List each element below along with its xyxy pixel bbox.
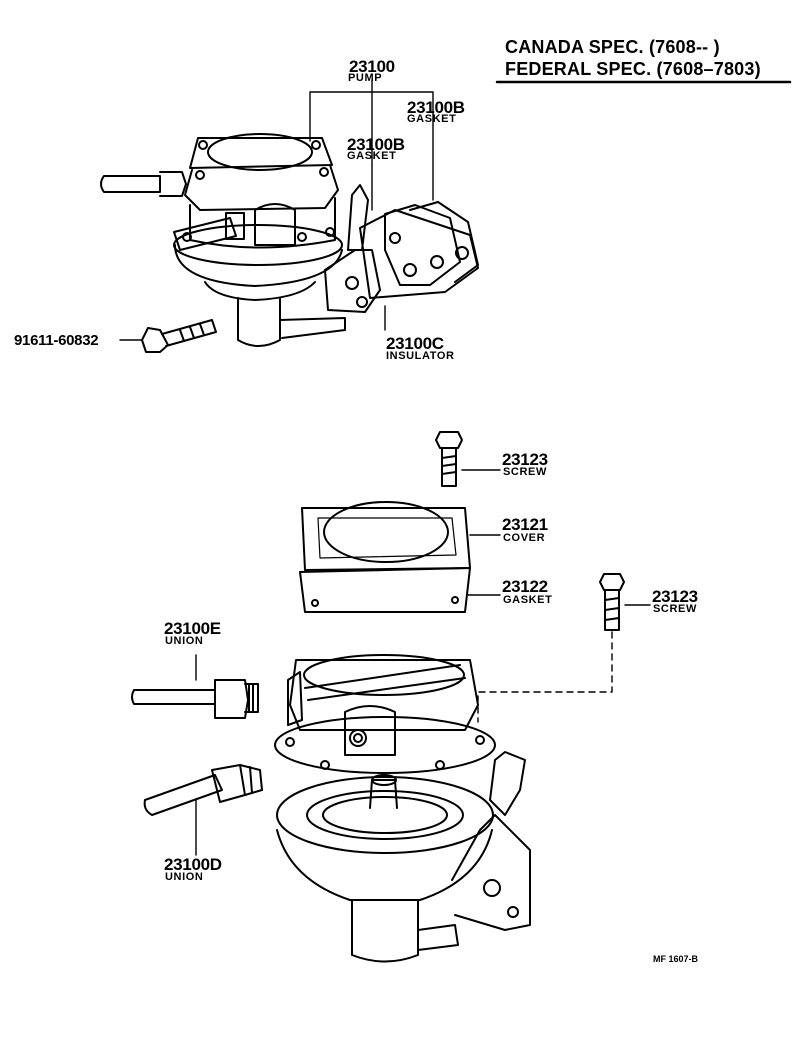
- cover-description: COVER: [503, 532, 546, 544]
- screw-top-part-number: 23123: [502, 450, 548, 469]
- union-d-part-number: 23100D: [164, 855, 222, 874]
- union-e-description: UNION: [165, 635, 204, 647]
- pump-assembly-illustration: [100, 133, 479, 353]
- union-d-description: UNION: [165, 871, 204, 883]
- federal-spec-header: FEDERAL SPEC. (7608–7803): [505, 59, 761, 79]
- insulator-part-number: 23100C: [386, 334, 444, 353]
- gasket-cover-part-number: 23122: [502, 577, 548, 596]
- screw-side-part-number: 23123: [652, 587, 698, 606]
- pump-part-number: 23100: [349, 57, 395, 76]
- bolt-part-number: 91611-60832: [14, 332, 99, 349]
- canada-spec-header: CANADA SPEC. (7608-- ): [505, 37, 720, 57]
- insulator-description: INSULATOR: [386, 350, 455, 362]
- gasket-outer-part-number: 23100B: [407, 98, 465, 117]
- figure-code: MF 1607-B: [653, 954, 699, 964]
- top-leaders: [119, 79, 434, 341]
- screw-side-description: SCREW: [653, 603, 697, 615]
- gasket-inner-part-number: 23100B: [347, 135, 405, 154]
- gasket-cover-description: GASKET: [503, 594, 553, 606]
- union-e-part-number: 23100E: [164, 619, 221, 638]
- gasket-inner-description: GASKET: [347, 150, 397, 162]
- bottom-leaders: [195, 469, 651, 856]
- screw-top-description: SCREW: [503, 466, 547, 478]
- cover-part-number: 23121: [502, 515, 548, 534]
- gasket-outer-description: GASKET: [407, 113, 457, 125]
- exploded-view-illustration: [131, 431, 625, 963]
- pump-description: PUMP: [348, 72, 383, 84]
